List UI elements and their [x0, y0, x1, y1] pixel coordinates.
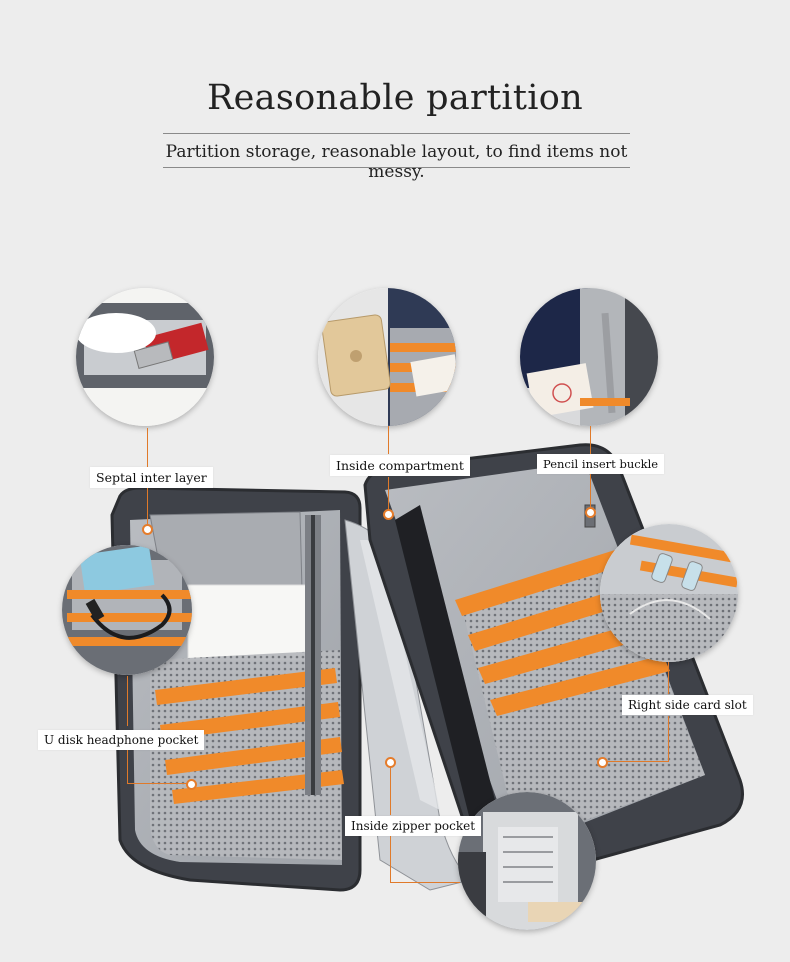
- label-right-side-card-slot: Right side card slot: [622, 695, 753, 715]
- zipper-marker: [385, 757, 396, 768]
- right-zipper-band: [395, 505, 500, 840]
- zipper-line-down: [390, 836, 391, 882]
- label-pencil-insert-buckle: Pencil insert buckle: [537, 454, 665, 474]
- label-inside-zipper-pocket: Inside zipper pocket: [345, 816, 482, 836]
- card-slot-line-top: [668, 662, 669, 694]
- detail-circle-compartment: [318, 288, 456, 426]
- detail-circle-septal: [76, 288, 214, 426]
- page-title: Reasonable partition: [207, 78, 583, 118]
- title-rule-top: [163, 133, 630, 134]
- detail-circle-zipper: [458, 792, 596, 930]
- card-slot-line-horizontal: [603, 761, 669, 762]
- u-disk-line-horizontal: [127, 783, 187, 784]
- handybag-card: [187, 584, 319, 661]
- compartment-line-top: [388, 426, 389, 454]
- label-septal-inter-layer: Septal inter layer: [90, 467, 213, 488]
- u-disk-marker: [186, 779, 197, 790]
- pencil-line-bottom: [590, 474, 591, 510]
- u-disk-line-top: [127, 676, 128, 726]
- card-slot-marker: [597, 757, 608, 768]
- zipper-line-horizontal: [390, 882, 460, 883]
- detail-circle-pencil: [520, 288, 658, 426]
- left-card-straps: [155, 668, 344, 804]
- right-card-straps: [455, 550, 670, 716]
- septal-marker: [142, 524, 153, 535]
- septal-line-bottom: [147, 487, 148, 527]
- card-slot-line-down: [668, 716, 669, 761]
- label-u-disk-headphone-pocket: U disk headphone pocket: [38, 730, 205, 750]
- septal-line-top: [147, 428, 148, 468]
- pencil-line-top: [590, 426, 591, 454]
- zipper-line-top: [390, 765, 391, 815]
- detail-circle-card-slot: [600, 524, 738, 662]
- label-inside-compartment: Inside compartment: [330, 455, 470, 476]
- u-disk-line-down: [127, 750, 128, 783]
- detail-circle-u-disk: [62, 545, 192, 675]
- pencil-marker: [585, 507, 596, 518]
- compartment-marker: [383, 509, 394, 520]
- compartment-line-bottom: [388, 477, 389, 511]
- title-rule-bottom: [163, 167, 630, 168]
